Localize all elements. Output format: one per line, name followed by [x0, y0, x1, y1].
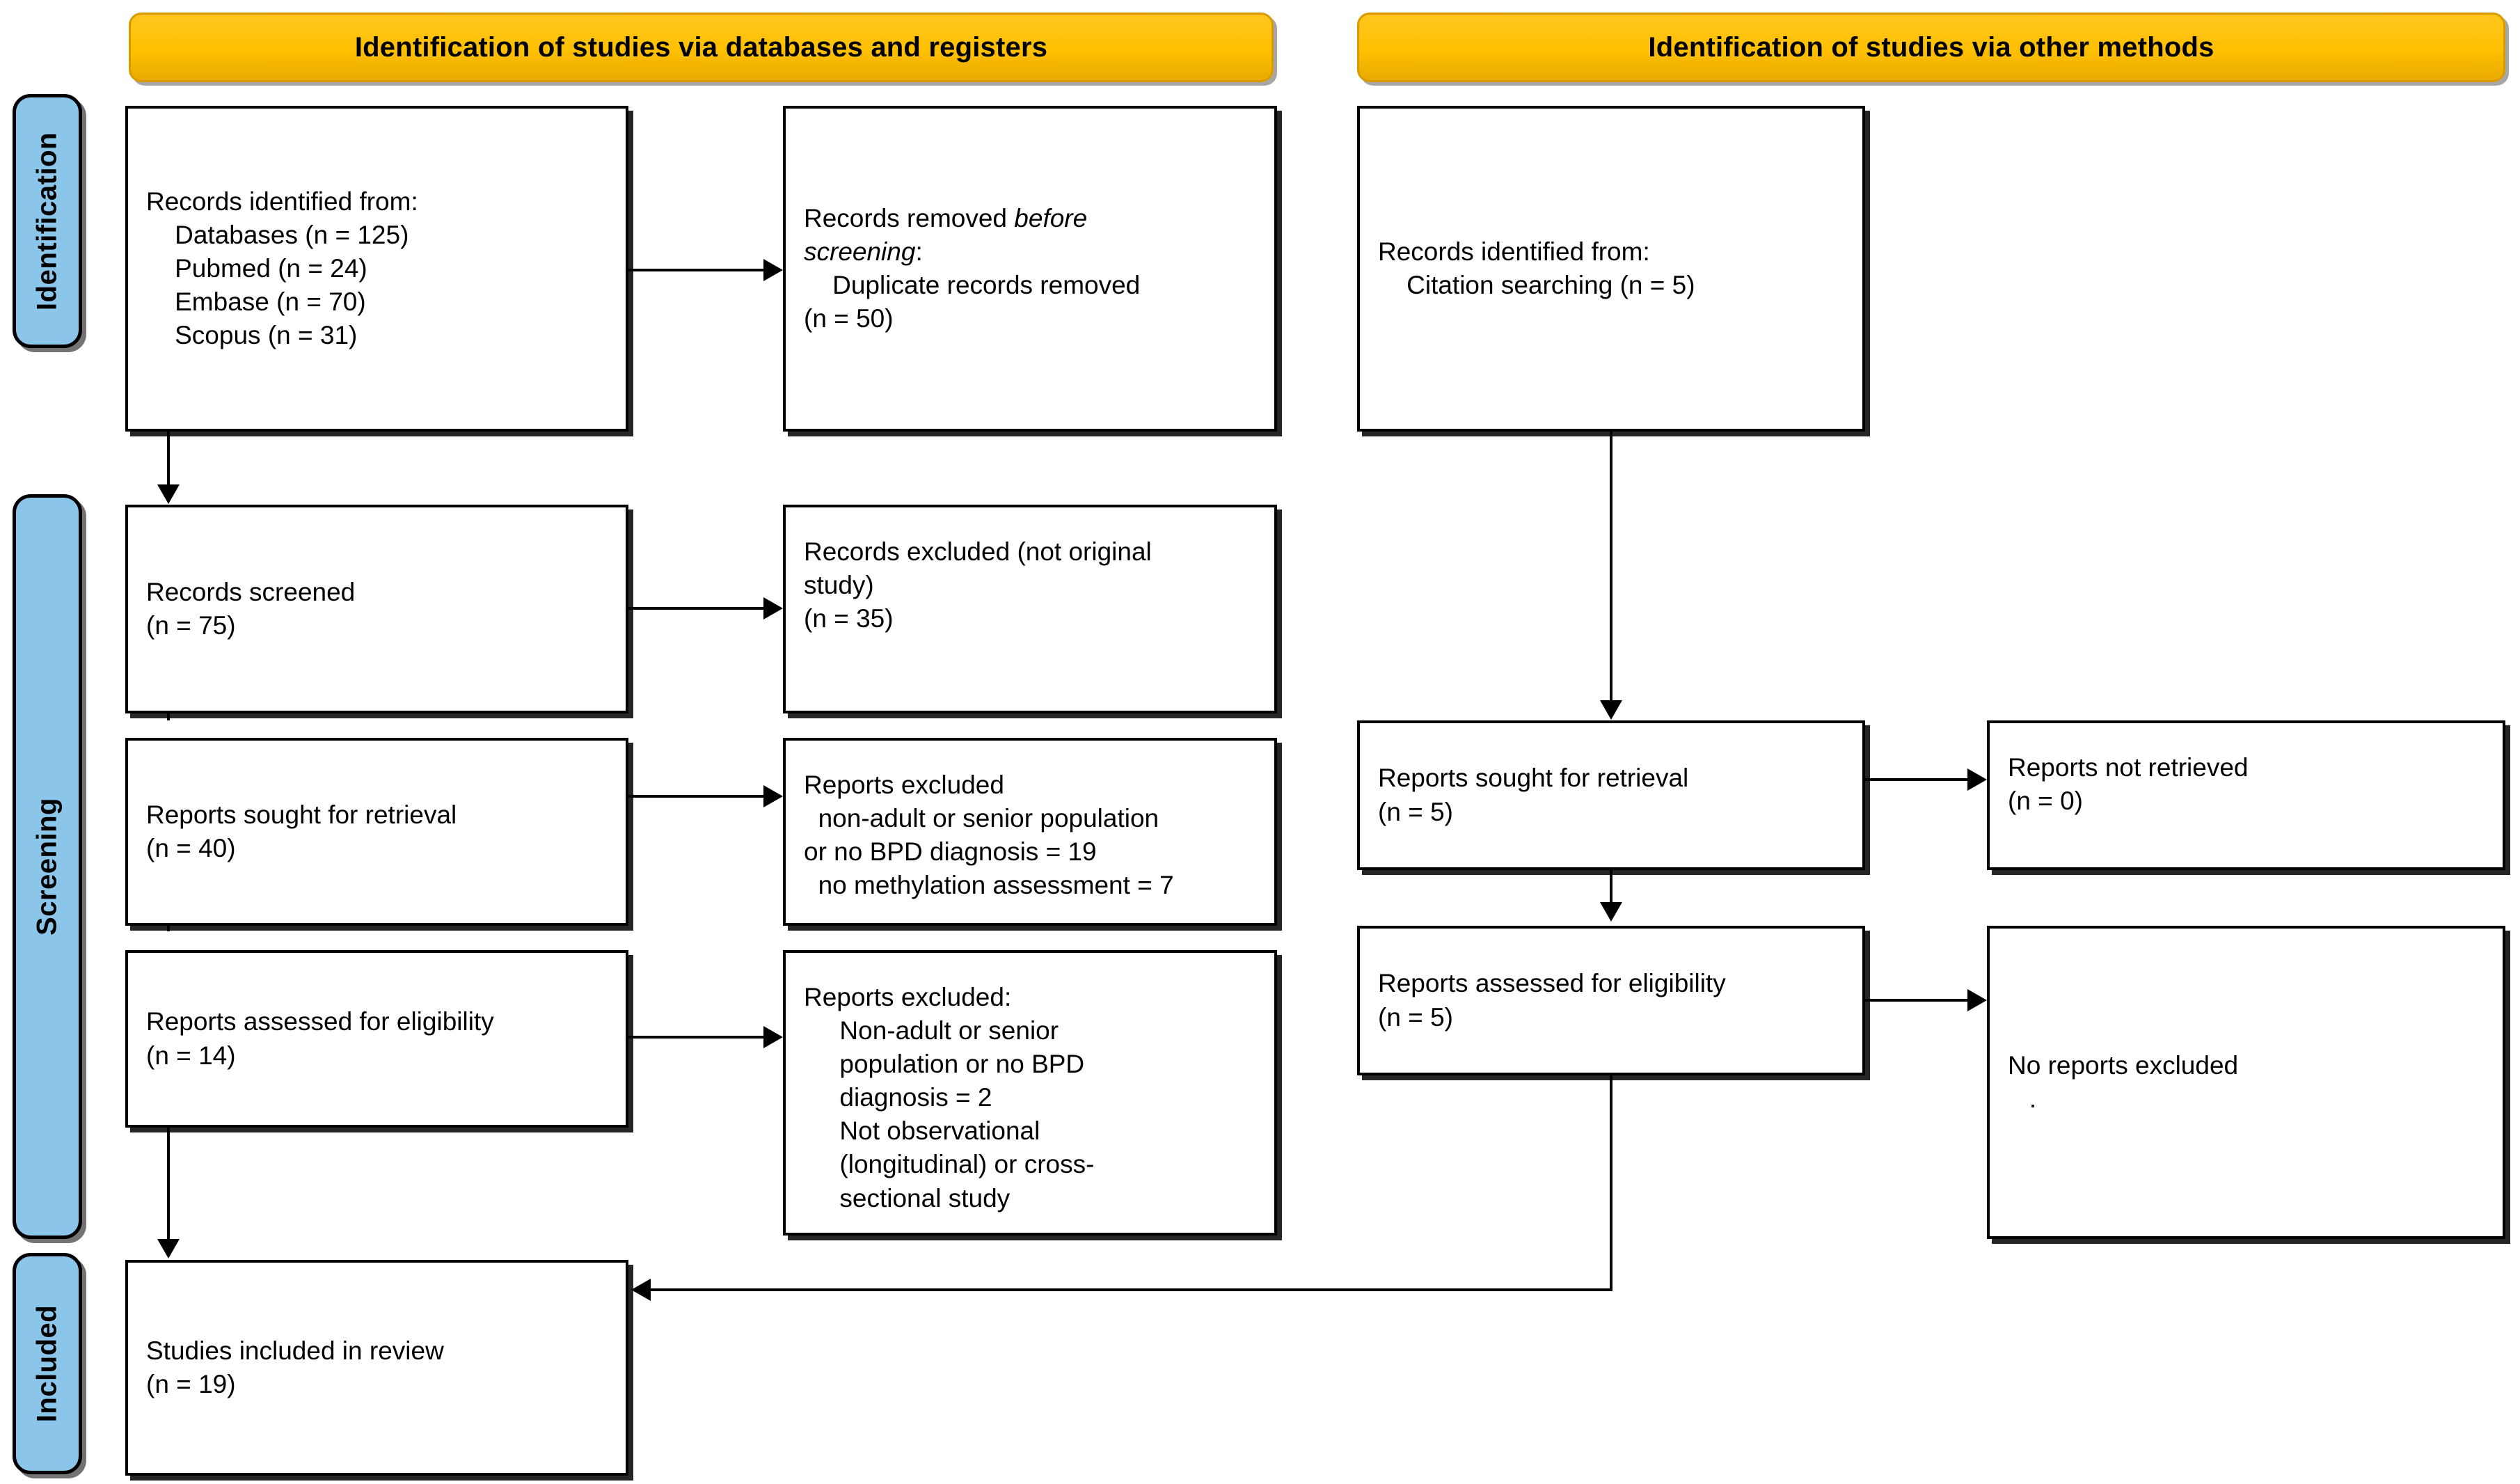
banner-other-methods: Identification of studies via other meth…: [1357, 13, 2505, 82]
box-reports-assessed-other: Reports assessed for eligibility(n = 5): [1357, 926, 1865, 1075]
connector-assessed-other-to-no-excluded: [1865, 999, 1967, 1002]
arrowhead-sought-to-excluded: [763, 785, 783, 807]
connector-sought-to-assessed: [167, 926, 170, 931]
connector-sought-other-to-not-retrieved: [1865, 778, 1967, 781]
box-no-reports-excluded-text: No reports excluded .: [2008, 1050, 2239, 1113]
box-reports-not-retrieved: Reports not retrieved(n = 0): [1987, 720, 2505, 870]
arrowhead-other-to-included: [631, 1279, 651, 1301]
arrowhead-identified-to-screened: [157, 484, 180, 504]
connector-assessed-to-excluded: [628, 1036, 763, 1039]
connector-other-to-included-vertical: [1610, 1075, 1612, 1291]
banner-databases-label: Identification of studies via databases …: [354, 31, 1048, 63]
box-studies-included: Studies included in review(n = 19): [125, 1260, 628, 1476]
box-records-screened-text: Records screened(n = 75): [146, 577, 356, 640]
arrowhead-identified-other-to-sought-other: [1600, 700, 1622, 720]
box-studies-included-text: Studies included in review(n = 19): [146, 1336, 444, 1398]
box-reports-assessed-other-text: Reports assessed for eligibility(n = 5): [1378, 969, 1726, 1032]
box-reports-sought-other-text: Reports sought for retrieval(n = 5): [1378, 764, 1689, 826]
box-reports-sought-databases: Reports sought for retrieval(n = 40): [125, 738, 628, 926]
box-records-identified-other: Records identified from: Citation search…: [1357, 106, 1865, 432]
arrowhead-assessed-other-to-no-excluded: [1967, 989, 1987, 1011]
banner-databases-and-registers: Identification of studies via databases …: [129, 13, 1274, 82]
connector-identified-to-removed: [628, 269, 763, 271]
box-reports-assessed-databases-text: Reports assessed for eligibility(n = 14): [146, 1007, 494, 1070]
arrowhead-sought-other-to-assessed-other: [1600, 902, 1622, 922]
stage-bar-screening-label: Screening: [31, 798, 63, 936]
box-no-reports-excluded: No reports excluded .: [1987, 926, 2505, 1239]
connector-screened-to-sought-2: [167, 713, 170, 720]
stage-bar-included: Included: [13, 1253, 82, 1474]
box-reports-sought-databases-text: Reports sought for retrieval(n = 40): [146, 800, 457, 862]
connector-identified-other-to-sought-other: [1610, 432, 1612, 702]
box-records-identified-other-text: Records identified from: Citation search…: [1378, 237, 1695, 299]
banner-other-methods-label: Identification of studies via other meth…: [1648, 31, 2214, 63]
box-reports-excluded-sought-text: Reports excluded non-adult or senior pop…: [804, 771, 1174, 900]
arrowhead-assessed-to-included: [157, 1239, 180, 1258]
connector-screened-to-excluded: [628, 607, 763, 610]
box-records-screened: Records screened(n = 75): [125, 505, 628, 713]
box-reports-assessed-databases: Reports assessed for eligibility(n = 14): [125, 950, 628, 1128]
connector-assessed-to-included: [167, 1128, 170, 1240]
stage-bar-included-label: Included: [31, 1304, 63, 1423]
connector-sought-to-excluded: [628, 795, 763, 798]
box-reports-excluded-sought: Reports excluded non-adult or senior pop…: [783, 738, 1277, 926]
connector-sought-other-to-assessed-other: [1610, 870, 1612, 903]
arrowhead-assessed-to-excluded: [763, 1026, 783, 1048]
connector-identified-to-screened: [167, 432, 170, 486]
stage-bar-identification-label: Identification: [31, 132, 63, 310]
box-reports-not-retrieved-text: Reports not retrieved(n = 0): [2008, 753, 2249, 816]
arrowhead-screened-to-excluded: [763, 597, 783, 619]
arrowhead-sought-other-to-not-retrieved: [1967, 768, 1987, 791]
box-reports-excluded-assessed: Reports excluded: Non-adult or senior po…: [783, 950, 1277, 1236]
box-records-identified-databases: Records identified from: Databases (n = …: [125, 106, 628, 432]
stage-bar-screening: Screening: [13, 494, 82, 1239]
stage-bar-identification: Identification: [13, 94, 82, 348]
box-reports-sought-other: Reports sought for retrieval(n = 5): [1357, 720, 1865, 870]
box-records-identified-databases-text: Records identified from: Databases (n = …: [146, 187, 418, 350]
connector-other-to-included-horizontal: [651, 1288, 1612, 1291]
box-reports-excluded-assessed-text: Reports excluded: Non-adult or senior po…: [804, 983, 1095, 1213]
arrowhead-identified-to-removed: [763, 259, 783, 281]
